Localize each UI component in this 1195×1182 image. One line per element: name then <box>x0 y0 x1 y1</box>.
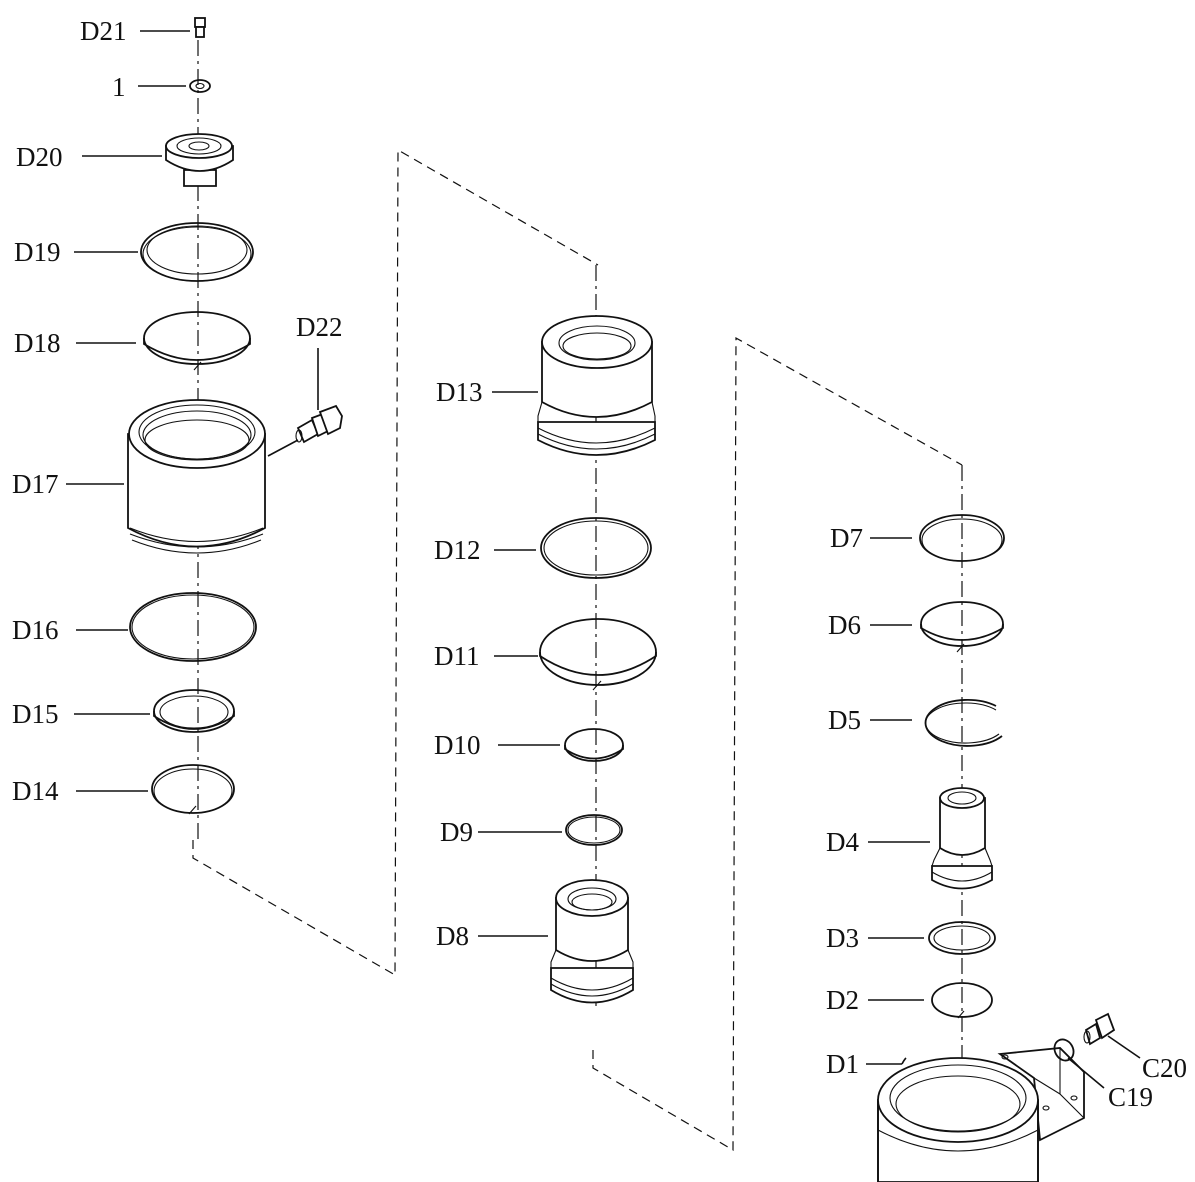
label-1: 1 <box>112 72 126 102</box>
label-d17: D17 <box>12 469 59 499</box>
label-d10: D10 <box>434 730 481 760</box>
label-d5: D5 <box>828 705 861 735</box>
part-d2-ring: D2 <box>826 982 993 1019</box>
part-d16-oring: D16 <box>12 592 257 662</box>
label-d3: D3 <box>826 923 859 953</box>
part-1-washer: 1 <box>112 72 211 102</box>
part-d6-split-ring: D6 <box>828 601 1004 653</box>
part-d22-elbow-fitting: D22 <box>267 312 343 457</box>
part-d10-ring: D10 <box>434 728 624 762</box>
part-d5-snap-ring: D5 <box>828 698 1003 747</box>
label-d21: D21 <box>80 16 127 46</box>
label-d13: D13 <box>436 377 483 407</box>
part-d18-split-ring: D18 <box>14 311 251 371</box>
label-d14: D14 <box>12 776 59 806</box>
label-d6: D6 <box>828 610 861 640</box>
part-d4-shaft: D4 <box>826 787 993 890</box>
part-c19-oring: C19 <box>1053 1038 1153 1112</box>
part-d13-sleeve: D13 <box>436 315 656 456</box>
label-d1: D1 <box>826 1049 859 1079</box>
part-d21-screw: D21 <box>80 16 206 46</box>
label-d19: D19 <box>14 237 61 267</box>
label-d9: D9 <box>440 817 473 847</box>
part-d19-ring: D19 <box>14 222 254 282</box>
assembly-path-lines <box>192 148 963 1152</box>
part-d15-ring: D15 <box>12 689 235 733</box>
label-d12: D12 <box>434 535 481 565</box>
label-d16: D16 <box>12 615 59 645</box>
part-c20-plug: C20 <box>1083 1012 1187 1083</box>
part-d1-housing: D1 <box>826 1047 1085 1182</box>
part-d12-ring: D12 <box>434 517 652 579</box>
label-d22: D22 <box>296 312 343 342</box>
label-d18: D18 <box>14 328 61 358</box>
label-d20: D20 <box>16 142 63 172</box>
label-c20: C20 <box>1142 1053 1187 1083</box>
label-d15: D15 <box>12 699 59 729</box>
label-d11: D11 <box>434 641 480 671</box>
part-d7-ring: D7 <box>830 514 1005 562</box>
label-d4: D4 <box>826 827 859 857</box>
part-d9-ring: D9 <box>440 814 623 847</box>
part-d14-split-ring: D14 <box>12 764 235 815</box>
label-c19: C19 <box>1108 1082 1153 1112</box>
part-d20-cap: D20 <box>16 133 234 187</box>
label-d2: D2 <box>826 985 859 1015</box>
part-d11-split-ring: D11 <box>434 618 657 691</box>
part-d3-oring: D3 <box>826 921 996 955</box>
part-d8-sleeve: D8 <box>436 879 634 1004</box>
label-d8: D8 <box>436 921 469 951</box>
label-d7: D7 <box>830 523 863 553</box>
part-d17-cylinder: D17 <box>12 399 266 554</box>
